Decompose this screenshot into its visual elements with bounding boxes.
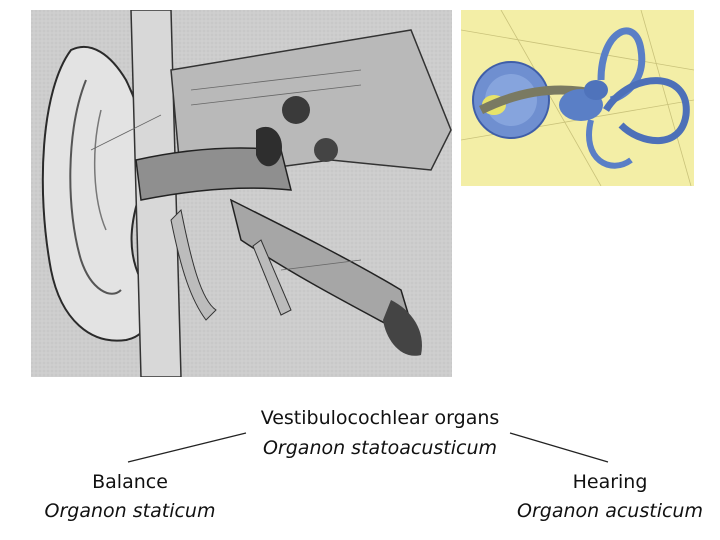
inner-ear-labyrinth-image [461, 10, 694, 186]
root-title: Vestibulocochlear organs [260, 407, 500, 429]
balance-latin-name: Organon staticum [44, 500, 216, 522]
connector-to-hearing [509, 432, 609, 463]
hearing-title: Hearing [572, 471, 648, 493]
balance-title: Balance [92, 471, 168, 493]
labyrinth-drawing [461, 10, 694, 186]
hearing-latin-name: Organon acusticum [517, 500, 703, 522]
ear-anatomy-drawing [31, 10, 452, 377]
root-latin-name: Organon statoacusticum [262, 437, 498, 459]
connector-to-balance [127, 432, 247, 463]
ear-anatomy-illustration [31, 10, 452, 377]
